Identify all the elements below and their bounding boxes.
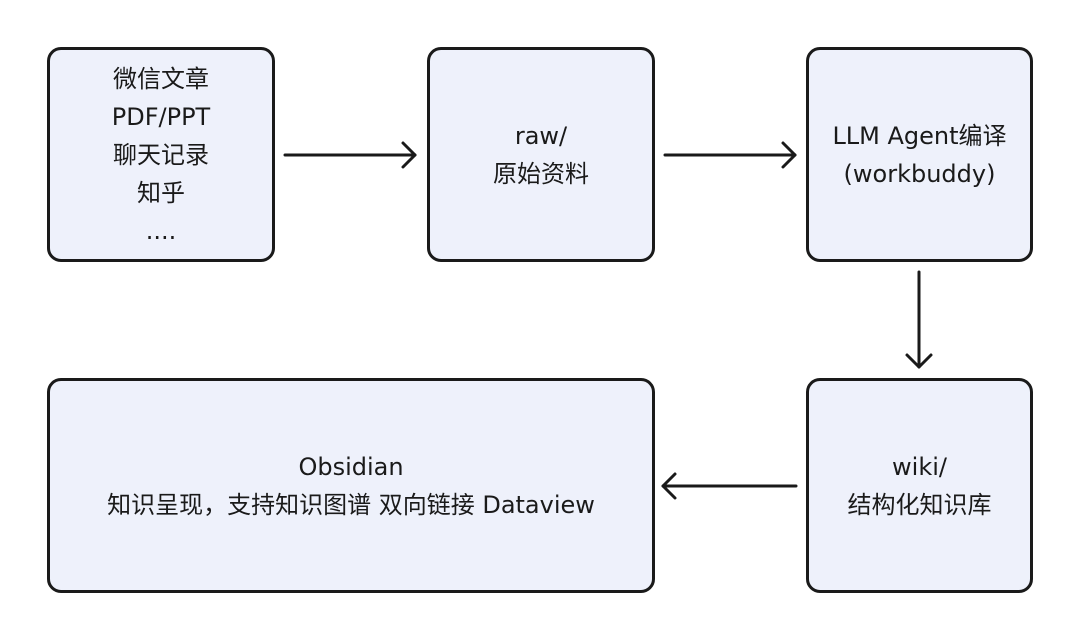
node-sources: 微信文章 PDF/PPT 聊天记录 知乎 .... bbox=[47, 47, 275, 262]
node-wiki-line: wiki/ bbox=[892, 452, 947, 481]
node-llm-agent: LLM Agent编译 (workbuddy) bbox=[806, 47, 1033, 262]
node-llm-agent-line: (workbuddy) bbox=[843, 159, 996, 188]
node-sources-line: 微信文章 bbox=[113, 64, 209, 93]
arrow-raw-to-llm bbox=[663, 141, 797, 169]
node-wiki-line: 结构化知识库 bbox=[847, 490, 992, 519]
arrow-wiki-to-obsidian bbox=[661, 472, 798, 500]
node-sources-line: PDF/PPT bbox=[111, 102, 211, 131]
arrow-llm-to-wiki bbox=[905, 270, 933, 369]
node-obsidian: Obsidian 知识呈现，支持知识图谱 双向链接 Dataview bbox=[47, 378, 655, 593]
node-raw-line: raw/ bbox=[514, 121, 568, 150]
node-sources-line: 聊天记录 bbox=[113, 140, 209, 169]
node-obsidian-line: Obsidian bbox=[298, 452, 404, 481]
arrow-sources-to-raw bbox=[283, 141, 417, 169]
node-raw: raw/ 原始资料 bbox=[427, 47, 655, 262]
node-sources-line: 知乎 bbox=[137, 178, 185, 207]
node-obsidian-line: 知识呈现，支持知识图谱 双向链接 Dataview bbox=[107, 490, 595, 519]
node-wiki: wiki/ 结构化知识库 bbox=[806, 378, 1033, 593]
node-llm-agent-line: LLM Agent编译 bbox=[832, 121, 1007, 150]
node-raw-line: 原始资料 bbox=[493, 159, 589, 188]
node-sources-line: .... bbox=[145, 216, 177, 245]
